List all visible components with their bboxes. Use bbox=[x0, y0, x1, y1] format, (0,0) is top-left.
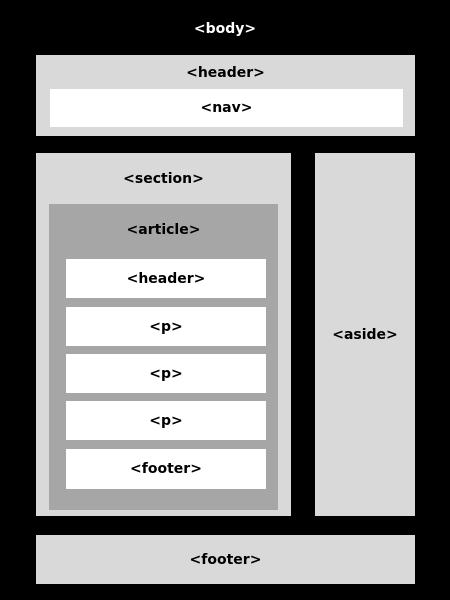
paragraph-block-3: <p> bbox=[66, 401, 266, 440]
nav-label: <nav> bbox=[200, 100, 253, 116]
paragraph-block-2: <p> bbox=[66, 354, 266, 393]
nav-block: <nav> bbox=[50, 89, 403, 127]
article-header-label: <header> bbox=[126, 270, 206, 287]
footer-block: <footer> bbox=[36, 535, 415, 584]
article-label: <article> bbox=[126, 222, 201, 238]
article-footer-block: <footer> bbox=[66, 449, 266, 489]
body-label: <body> bbox=[193, 21, 257, 37]
header-label: <header> bbox=[186, 65, 265, 81]
aside-block: <aside> bbox=[315, 153, 415, 516]
section-label: <section> bbox=[123, 171, 204, 187]
article-block: <article> <header> <p> <p> <p> <footer> bbox=[49, 204, 278, 510]
header-block: <header> <nav> bbox=[36, 55, 415, 136]
aside-label: <aside> bbox=[332, 326, 398, 343]
paragraph-label-3: <p> bbox=[149, 412, 183, 429]
article-footer-label: <footer> bbox=[130, 461, 202, 477]
article-header-block: <header> bbox=[66, 259, 266, 298]
section-block: <section> <article> <header> <p> <p> <p>… bbox=[36, 153, 291, 516]
footer-label: <footer> bbox=[189, 551, 262, 568]
paragraph-label-1: <p> bbox=[149, 318, 183, 335]
paragraph-block-1: <p> bbox=[66, 307, 266, 346]
paragraph-label-2: <p> bbox=[149, 365, 183, 382]
